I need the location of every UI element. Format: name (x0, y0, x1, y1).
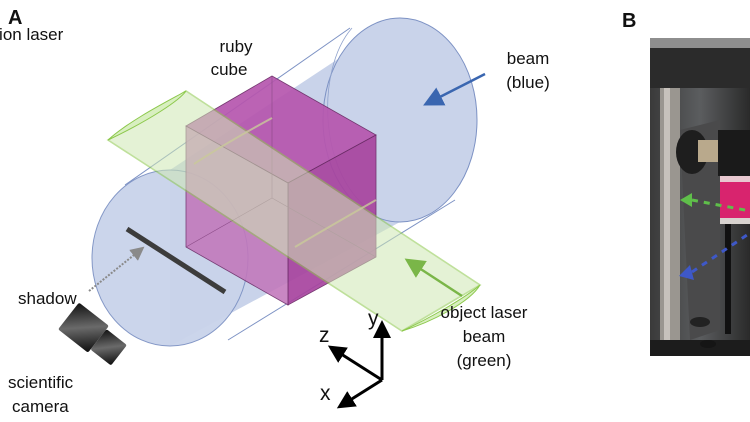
z-axis-arrow (327, 345, 383, 382)
camera-icon (58, 303, 127, 365)
svg-text:(green): (green) (457, 351, 512, 370)
x-axis-arrow (336, 378, 383, 409)
coordinate-axes: y z x (319, 307, 391, 409)
shadow-arrow (88, 246, 145, 292)
label-object-beam: object laser beam (green) (441, 303, 528, 370)
object-arrow (404, 258, 463, 298)
photo-blue-arrow (679, 265, 694, 280)
object-beam (106, 90, 482, 332)
svg-text:beam: beam (463, 327, 506, 346)
panel-a-label: A (8, 7, 22, 29)
label-illumination-beam: illumination laser beam (blue) (0, 25, 550, 92)
label-shadow: shadow (18, 289, 77, 308)
photo-ruby-cube (720, 176, 750, 220)
panel-b-label: B (622, 10, 636, 32)
svg-text:illumination laser: illumination laser (0, 25, 64, 44)
label-ruby-cube: ruby cube (211, 37, 253, 79)
svg-text:(blue): (blue) (506, 73, 549, 92)
svg-text:cube: cube (211, 60, 248, 79)
label-camera: scientific camera (8, 373, 74, 416)
photo-green-arrow (680, 193, 692, 207)
illumination-arrow (423, 72, 486, 106)
axis-label-x: x (320, 382, 331, 405)
setup-photo (650, 38, 750, 356)
axis-label-z: z (319, 324, 330, 347)
svg-text:object laser: object laser (441, 303, 528, 322)
svg-text:camera: camera (12, 397, 69, 416)
svg-text:scientific: scientific (8, 373, 74, 392)
svg-text:beam: beam (507, 49, 550, 68)
shadow-bar (125, 226, 227, 295)
axis-label-y: y (368, 307, 379, 330)
svg-text:ruby: ruby (219, 37, 253, 56)
